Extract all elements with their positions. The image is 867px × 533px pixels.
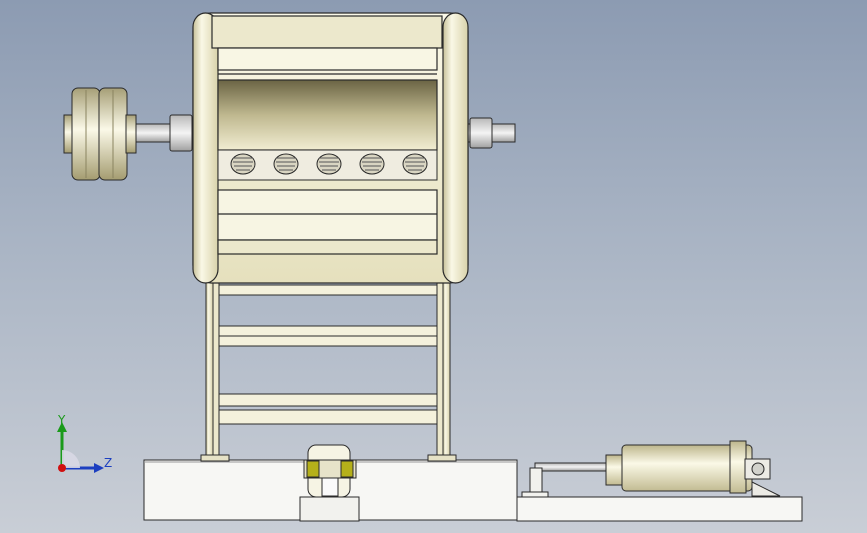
x-axis-marker bbox=[58, 464, 66, 472]
y-axis-label: Y bbox=[58, 413, 66, 427]
z-axis-label: Z bbox=[104, 456, 113, 470]
pulley-flywheel[interactable] bbox=[63, 87, 137, 181]
axis-arrows bbox=[57, 422, 104, 473]
motor-coupling[interactable] bbox=[303, 444, 357, 498]
hydraulic-cylinder[interactable] bbox=[521, 440, 781, 498]
orientation-triad: Y Z bbox=[40, 410, 120, 480]
rotor-blades[interactable] bbox=[217, 149, 438, 181]
crusher-drum-housing[interactable] bbox=[192, 12, 469, 284]
